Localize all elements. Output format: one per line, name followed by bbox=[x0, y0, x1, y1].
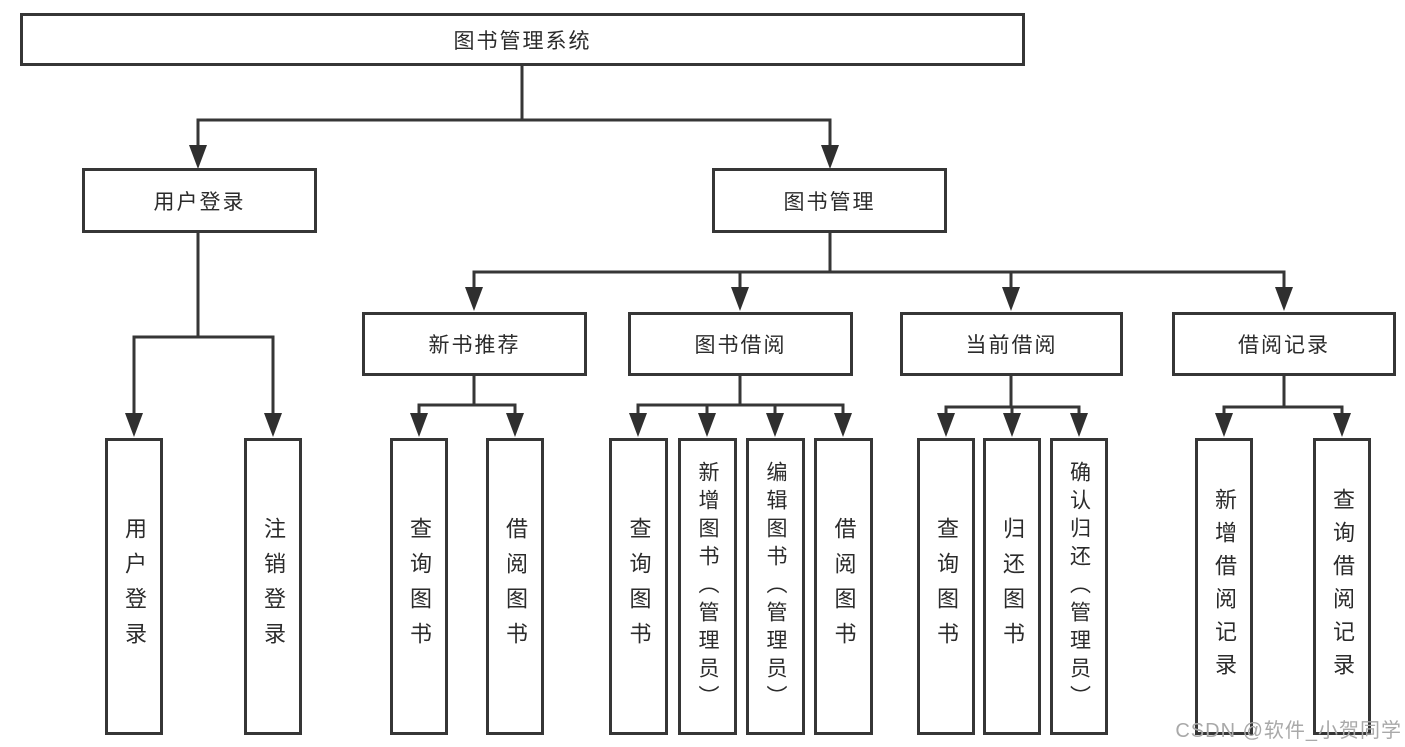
node-book-management: 图书管理 bbox=[712, 168, 947, 233]
leaf-borrowing-edit-books-admin: 编辑图书（管理员） bbox=[746, 438, 805, 735]
node-book-borrowing: 图书借阅 bbox=[628, 312, 853, 376]
node-current-borrowing-label: 当前借阅 bbox=[965, 334, 1058, 357]
leaf-borrowing-add-books-admin-label: 新增图书（管理员） bbox=[696, 460, 719, 713]
node-user-login-label: 用户登录 bbox=[153, 190, 246, 214]
leaf-borrowing-borrow-books: 借阅图书 bbox=[814, 438, 873, 735]
node-current-borrowing: 当前借阅 bbox=[900, 312, 1123, 376]
leaf-logout-label: 注销登录 bbox=[261, 516, 286, 657]
leaf-borrowing-query-books-label: 查询图书 bbox=[626, 516, 652, 657]
leaf-current-query-books: 查询图书 bbox=[917, 438, 975, 735]
node-user-login: 用户登录 bbox=[82, 168, 317, 233]
node-root-label: 图书管理系统 bbox=[453, 29, 592, 53]
leaf-user-login: 用户登录 bbox=[105, 438, 163, 735]
leaf-newbook-query-books: 查询图书 bbox=[390, 438, 448, 735]
leaf-records-add-record: 新增借阅记录 bbox=[1195, 438, 1253, 735]
leaf-current-query-books-label: 查询图书 bbox=[934, 516, 959, 657]
leaf-borrowing-add-books-admin: 新增图书（管理员） bbox=[678, 438, 737, 735]
node-root: 图书管理系统 bbox=[20, 13, 1025, 66]
leaf-current-return-books: 归还图书 bbox=[983, 438, 1041, 735]
node-new-book-recommend-label: 新书推荐 bbox=[428, 334, 521, 357]
leaf-user-login-label: 用户登录 bbox=[122, 516, 147, 657]
leaf-current-confirm-return-admin: 确认归还（管理员） bbox=[1050, 438, 1108, 735]
leaf-newbook-borrow-books-label: 借阅图书 bbox=[503, 516, 528, 657]
leaf-borrowing-edit-books-admin-label: 编辑图书（管理员） bbox=[764, 460, 787, 713]
node-borrowing-records: 借阅记录 bbox=[1172, 312, 1396, 376]
csdn-watermark: CSDN @软件_小贺同学 bbox=[1175, 720, 1402, 742]
leaf-borrowing-borrow-books-label: 借阅图书 bbox=[831, 516, 857, 657]
leaf-records-query-record: 查询借阅记录 bbox=[1313, 438, 1371, 735]
node-borrowing-records-label: 借阅记录 bbox=[1238, 334, 1330, 357]
node-book-borrowing-label: 图书借阅 bbox=[694, 334, 787, 357]
leaf-records-query-record-label: 查询借阅记录 bbox=[1330, 487, 1355, 686]
leaf-newbook-borrow-books: 借阅图书 bbox=[486, 438, 544, 735]
node-new-book-recommend: 新书推荐 bbox=[362, 312, 587, 376]
leaf-records-add-record-label: 新增借阅记录 bbox=[1212, 487, 1237, 686]
leaf-current-return-books-label: 归还图书 bbox=[1000, 516, 1025, 657]
leaf-logout: 注销登录 bbox=[244, 438, 302, 735]
node-book-management-label: 图书管理 bbox=[783, 190, 876, 214]
leaf-newbook-query-books-label: 查询图书 bbox=[407, 516, 432, 657]
leaf-borrowing-query-books: 查询图书 bbox=[609, 438, 668, 735]
leaf-current-confirm-return-admin-label: 确认归还（管理员） bbox=[1067, 460, 1091, 713]
